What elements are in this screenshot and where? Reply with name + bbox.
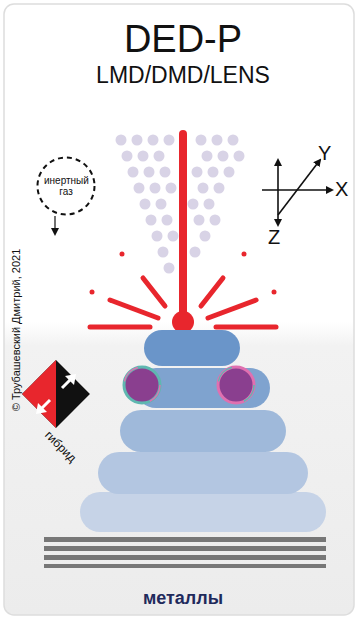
base-plate [44, 537, 326, 568]
axis-label: Z [268, 226, 280, 249]
material-label: металлы [143, 588, 223, 609]
gas-circle: инертный газ [36, 156, 96, 216]
copyright: © Трубашевский Дмитрий, 2021 [10, 249, 22, 412]
axes [262, 160, 332, 225]
hybrid-icon [22, 360, 90, 428]
axis-label: X [335, 178, 348, 201]
laser-beam [90, 130, 277, 333]
gas-arrow [54, 216, 55, 234]
axis-label: Y [318, 142, 331, 165]
deposit-stack [80, 330, 326, 532]
node-text: инертный газ [44, 175, 88, 197]
card-frame [4, 4, 354, 615]
hybrid-arrows [36, 374, 76, 414]
subtitle: LMD/DMD/LENS [96, 62, 270, 89]
title: DED-P [124, 18, 242, 61]
